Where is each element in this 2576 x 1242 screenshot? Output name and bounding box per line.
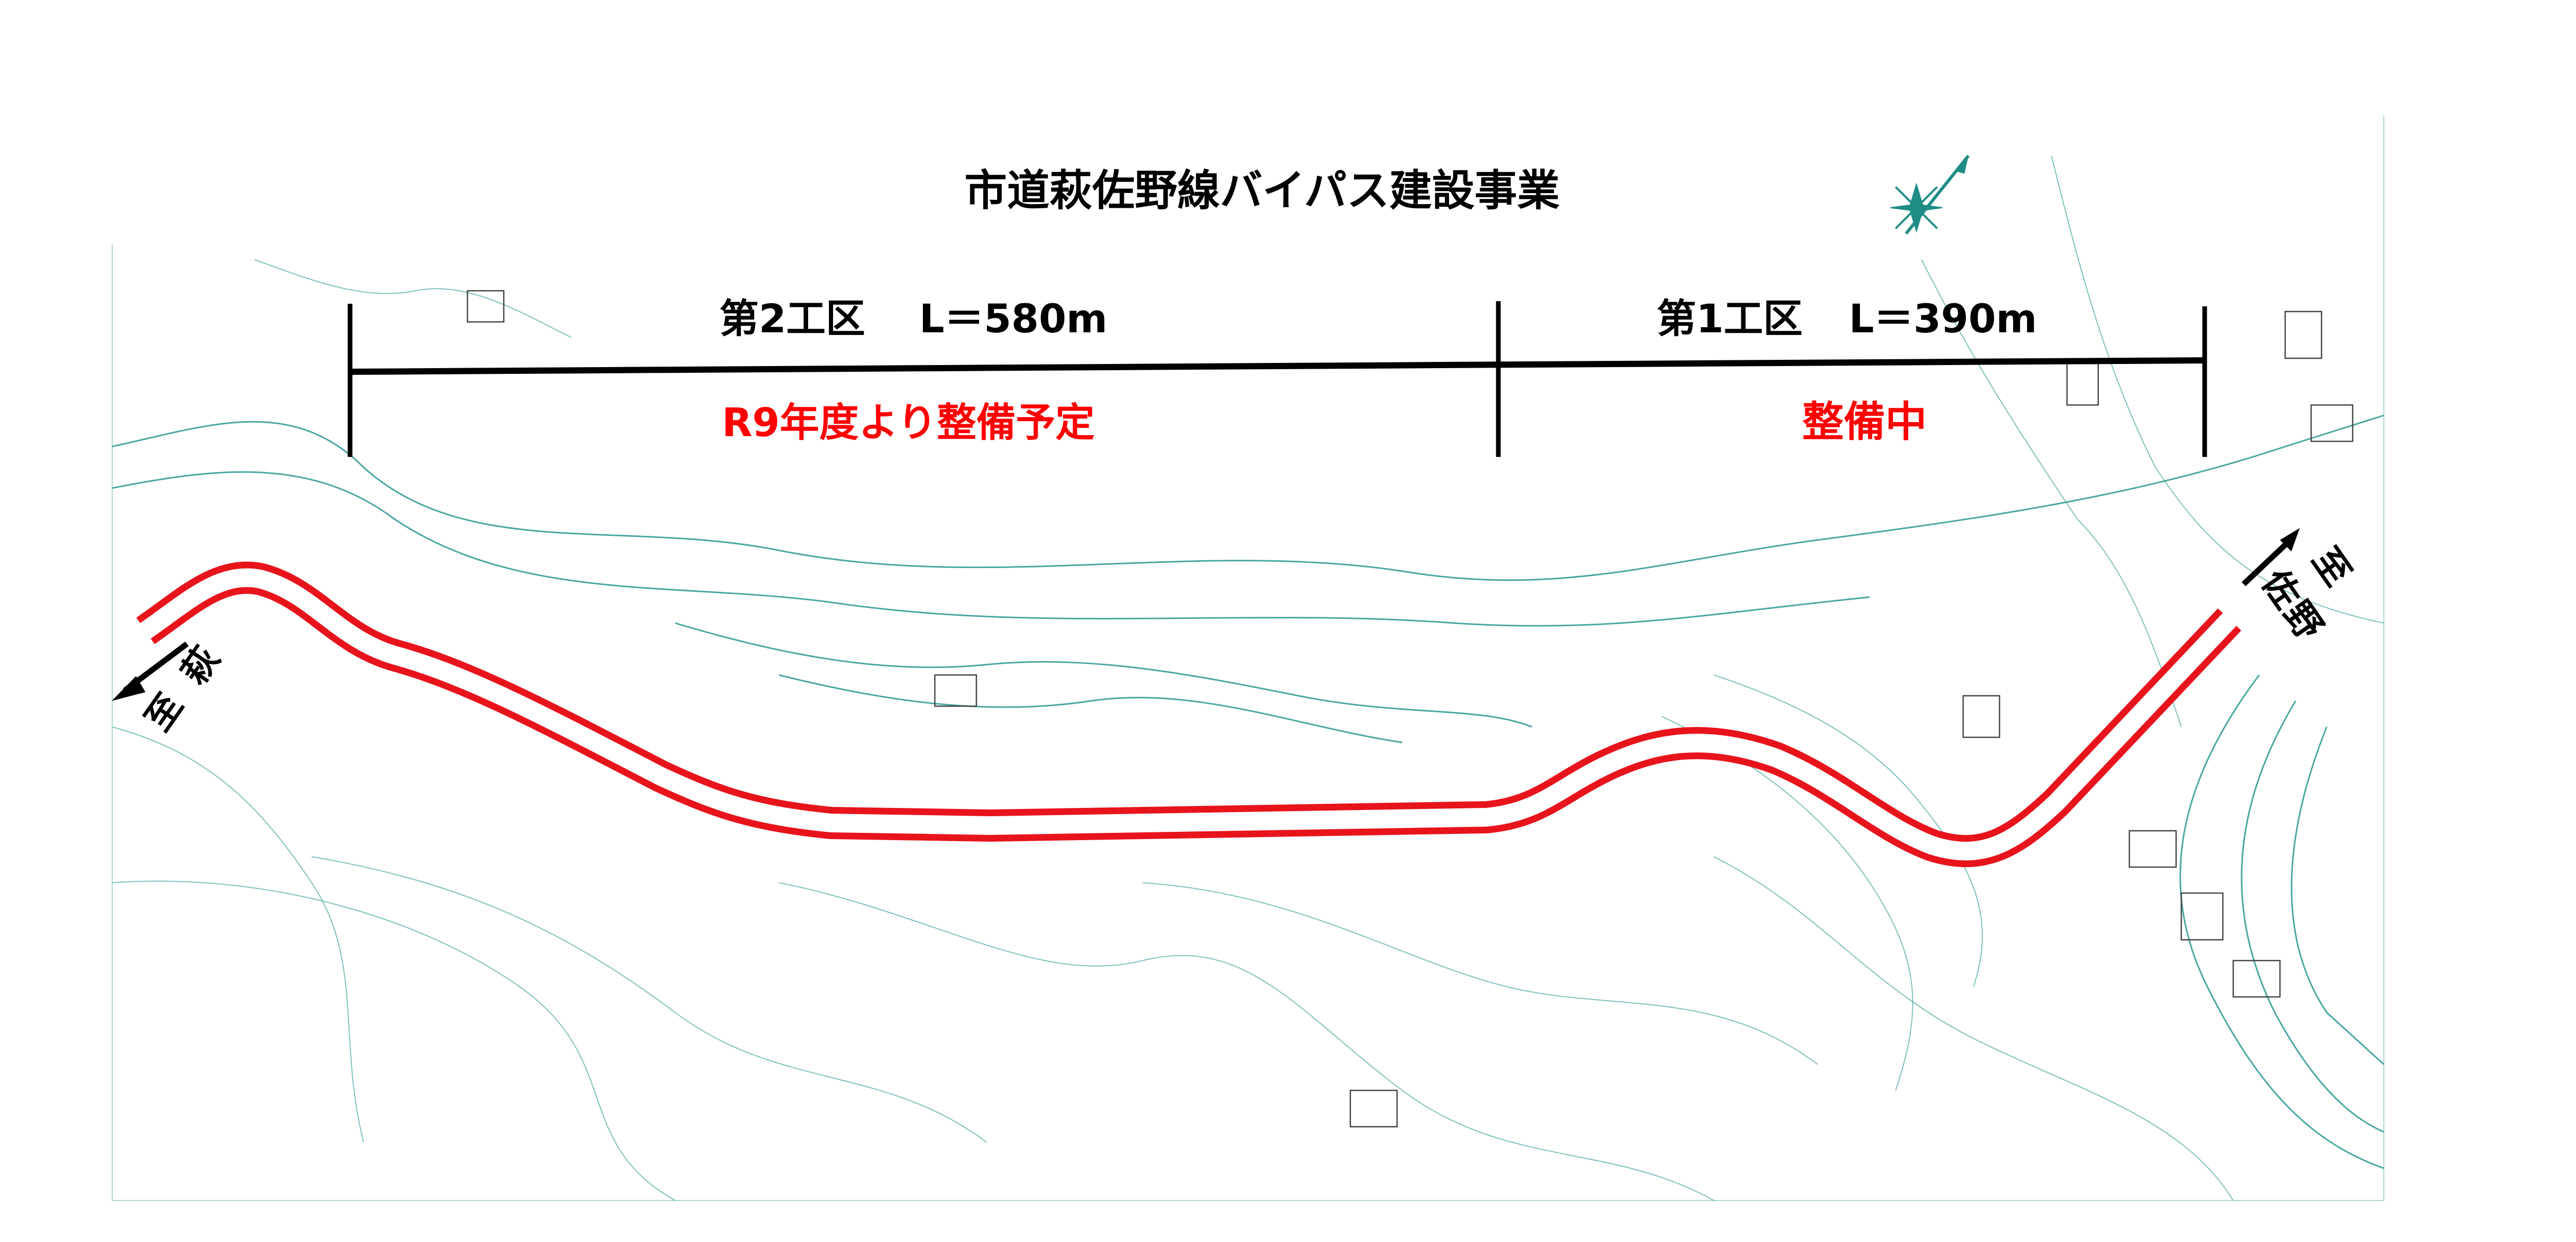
bypass-road-carriageway [140, 568, 2237, 861]
section-2-name: 第2工区 [719, 295, 865, 342]
section-2-label: 第2工区 L＝580m R9年度より整備予定 [719, 295, 1107, 446]
direction-west-prefix: 至 [138, 686, 192, 739]
base-map [112, 115, 2385, 1201]
arrow-east-icon [2280, 528, 2300, 551]
section-bar [347, 301, 2207, 457]
section-1-status: 整備中 [1802, 398, 1927, 446]
section-2-status: R9年度より整備予定 [722, 399, 1095, 446]
map-title: 市道萩佐野線バイパス建設事業 [964, 166, 1560, 215]
arrow-west-icon [112, 676, 145, 701]
section-bar-line [348, 357, 2205, 375]
arrow-east-shaft [2242, 538, 2292, 586]
map-frame [112, 115, 2384, 1201]
direction-east: 至 佐野 [2242, 528, 2359, 649]
section-2-length: L＝580m [919, 295, 1107, 342]
bypass-road [136, 561, 2242, 868]
section-1-name: 第1工区 [1657, 295, 1803, 342]
direction-east-prefix: 至 [2304, 539, 2359, 593]
section-1-label: 第1工区 L＝390m 整備中 [1657, 295, 2037, 446]
section-1-length: L＝390m [1849, 295, 2037, 342]
north-arrow-icon [1890, 155, 1970, 235]
direction-west: 至 萩 [112, 640, 227, 739]
contour-lines [112, 155, 2385, 1201]
buildings [466, 290, 2354, 1128]
